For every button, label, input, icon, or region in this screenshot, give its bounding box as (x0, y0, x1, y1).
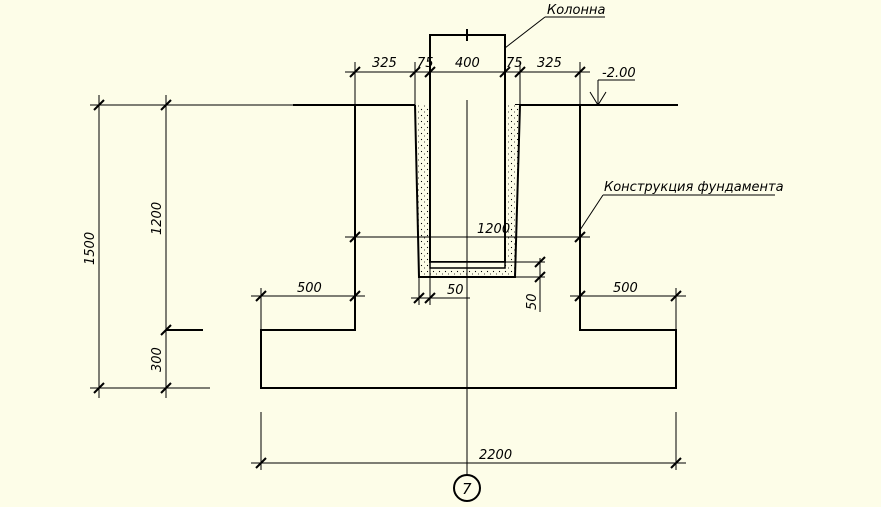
total-2200-dimension: 2200 (251, 412, 686, 470)
column-leader: Колонна (504, 3, 605, 49)
dim-75-left: 75 (417, 56, 434, 71)
dim-1500: 1500 (83, 232, 98, 265)
dim-400: 400 (455, 56, 480, 71)
dim-75-right: 75 (506, 56, 523, 71)
width-1200-dimension: 1200 (345, 222, 590, 243)
dim-325-left: 325 (372, 56, 397, 71)
dim-500-left: 500 (297, 281, 322, 296)
step-500-left-dimension: 500 (251, 281, 365, 330)
dim-325-right: 325 (537, 56, 562, 71)
dim-300: 300 (150, 347, 165, 372)
dim-1200-height: 1200 (150, 202, 165, 235)
step-500-right-dimension: 500 (570, 281, 686, 330)
dim-2200: 2200 (479, 448, 512, 463)
axis-marker-circle (453, 474, 481, 502)
elevation-label: -2.00 (602, 66, 636, 81)
top-dimension-chain: 325 75 400 75 325 (345, 56, 590, 105)
foundation-label: Конструкция фундамента (604, 180, 784, 195)
foundation-leader: Конструкция фундамента (579, 180, 784, 231)
dim-50-bottom: 50 (447, 283, 464, 298)
axis-line: 7 (453, 100, 481, 502)
elevation-mark: -2.00 (589, 66, 636, 106)
dim-1200-width: 1200 (477, 222, 510, 237)
axis-marker: 7 (462, 480, 472, 498)
column-label: Колонна (547, 3, 605, 18)
vertical-dimensions: 1500 1200 300 (83, 95, 293, 398)
gap-50-side-dimension: 50 (505, 256, 546, 312)
dim-500-right: 500 (613, 281, 638, 296)
gap-50-bottom-dimension: 50 (411, 268, 470, 305)
foundation-outline (260, 104, 678, 389)
dim-50-side: 50 (525, 293, 540, 310)
